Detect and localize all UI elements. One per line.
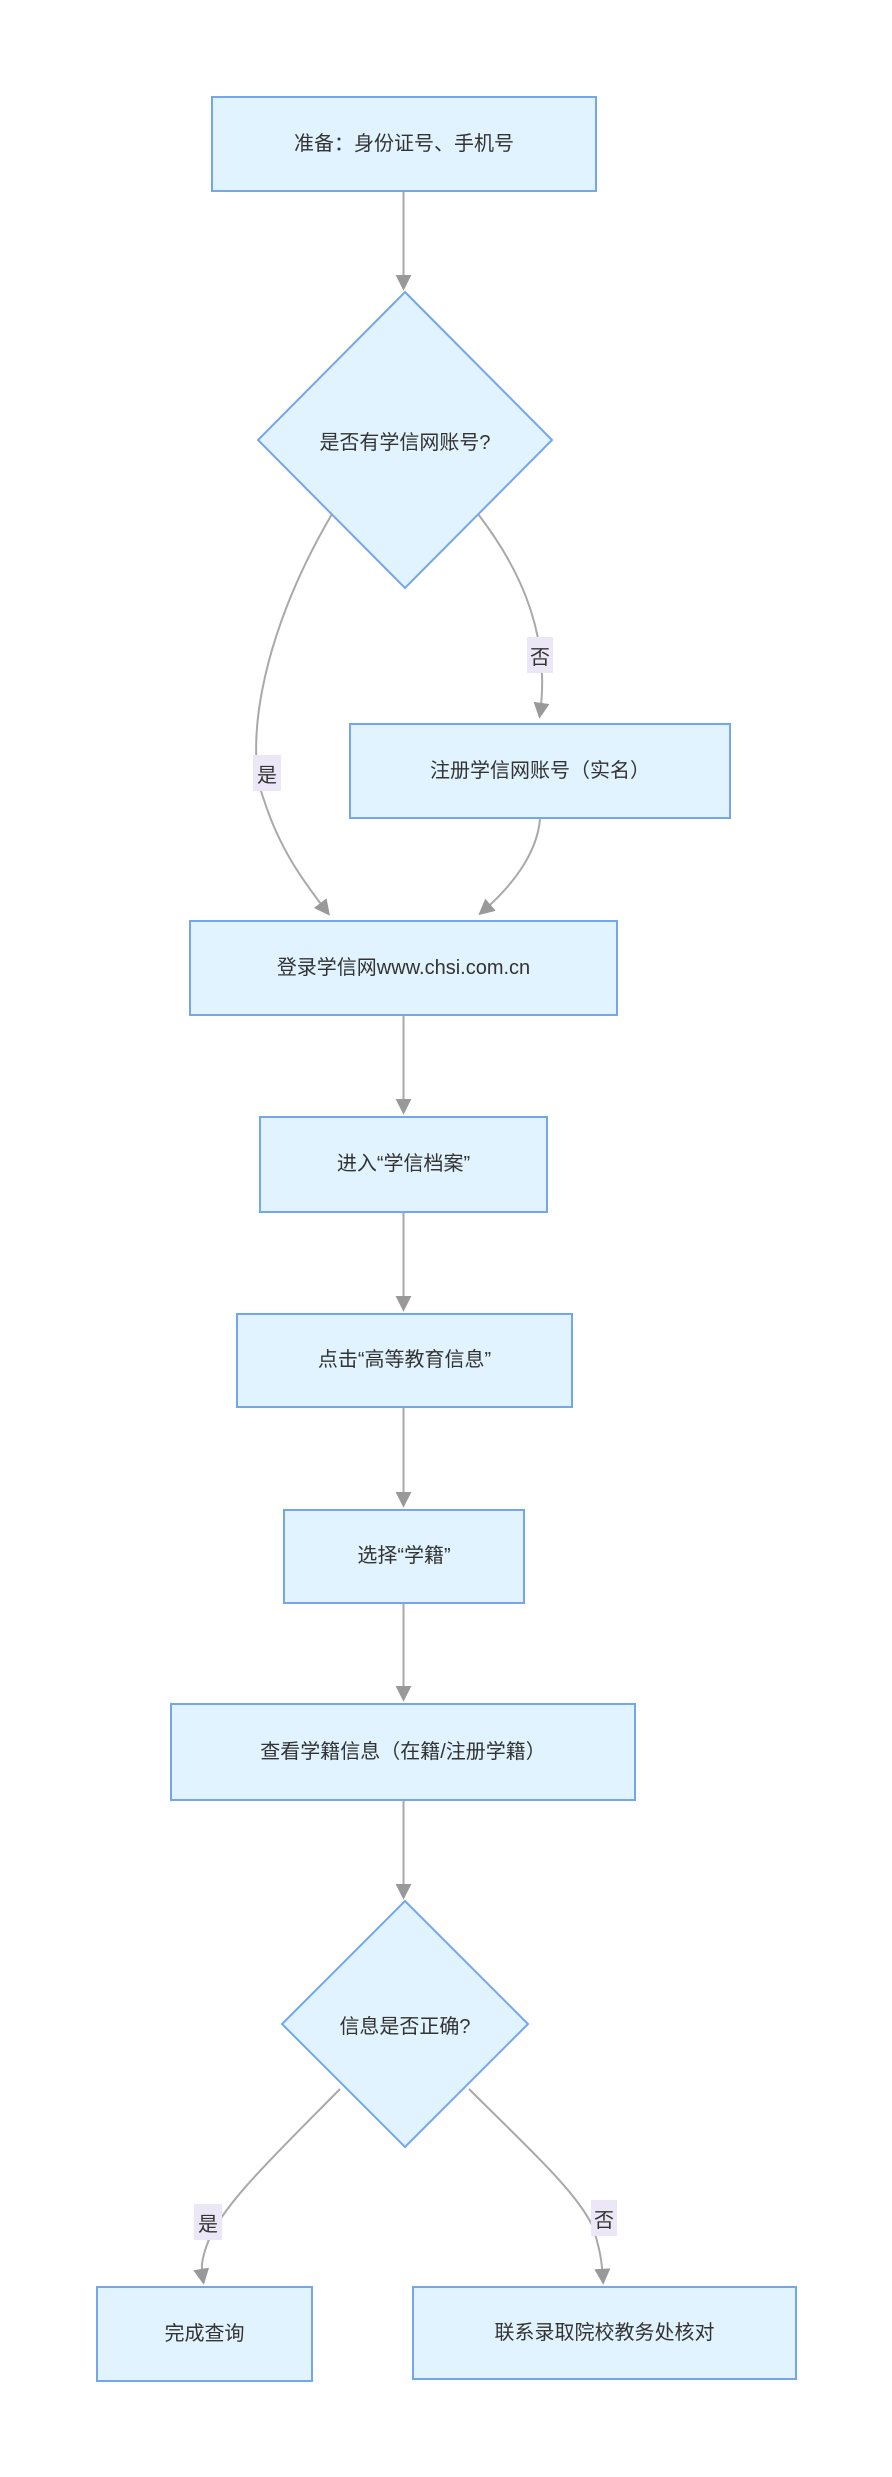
node-higher-edu-label: 点击“高等教育信息” [317, 1349, 492, 1371]
node-register: 注册学信网账号（实名） [349, 723, 731, 819]
decision-has-account-label: 是否有学信网账号? [319, 431, 491, 454]
node-select-xueji-label: 选择“学籍” [357, 1545, 451, 1567]
node-register-label: 注册学信网账号（实名） [430, 759, 650, 782]
node-prepare: 准备：身份证号、手机号 [211, 96, 597, 192]
node-login-label: 登录学信网www.chsi.com.cn [276, 956, 531, 979]
edge-register-to-login [478, 818, 541, 916]
decision-has-account-shape [256, 290, 554, 590]
edge-decision2-no-to-contact [468, 2088, 611, 2285]
node-contact: 联系录取院校教务处核对 [412, 2286, 797, 2380]
node-done-label: 完成查询 [164, 2322, 245, 2345]
node-view-info-label: 查看学籍信息（在籍/注册学籍） [260, 1740, 546, 1763]
edge-label-yes-2: 是 [194, 2204, 222, 2240]
node-archive: 进入“学信档案” [259, 1116, 548, 1213]
node-select-xueji: 选择“学籍” [283, 1509, 525, 1604]
node-archive-label: 进入“学信档案” [336, 1153, 471, 1175]
edge-decision2-yes-to-done [193, 2088, 341, 2285]
node-contact-label: 联系录取院校教务处核对 [494, 2321, 715, 2344]
node-prepare-label: 准备：身份证号、手机号 [294, 132, 514, 155]
edge-label-no-1: 否 [527, 637, 553, 673]
node-login: 登录学信网www.chsi.com.cn [189, 920, 618, 1016]
decision-is-correct-label: 信息是否正确? [339, 2015, 471, 2038]
node-view-info: 查看学籍信息（在籍/注册学籍） [170, 1703, 636, 1801]
node-done: 完成查询 [96, 2286, 313, 2382]
edge-label-no-2: 否 [591, 2200, 617, 2236]
edge-label-yes-1: 是 [253, 755, 281, 791]
node-higher-edu: 点击“高等教育信息” [236, 1313, 573, 1408]
edge-decision1-yes-to-login [255, 513, 333, 916]
edge-decision1-no-to-register [477, 513, 550, 719]
decision-is-correct-shape [280, 1899, 530, 2149]
